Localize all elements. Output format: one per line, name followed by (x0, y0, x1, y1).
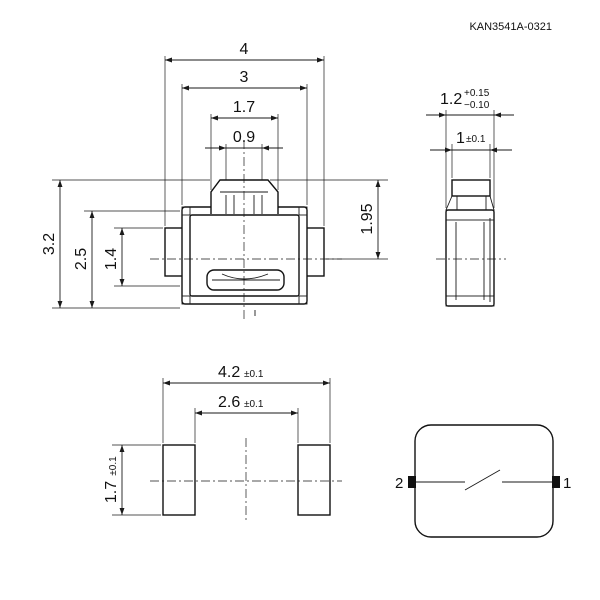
circuit-symbol: 2 1 (395, 424, 571, 538)
pin-label-left: 2 (395, 475, 403, 492)
dim-actuator-outer: 1.7 (233, 99, 255, 116)
dim-height-body: 2.5 (73, 248, 90, 270)
dim-side-base: 1 (456, 130, 465, 147)
corner-tab (298, 295, 308, 305)
land-pattern: 4.2 ±0.1 2.6 ±0.1 1.7 ±0.1 (103, 364, 342, 522)
side-body (445, 209, 495, 307)
dim-side-height-tol-plus: +0.15 (464, 88, 490, 99)
pad-right (297, 444, 331, 516)
dim-pad-height-tol: ±0.1 (108, 456, 119, 476)
dim-side-height: 1.2 (440, 91, 462, 108)
circuit-switch-lever (464, 469, 501, 491)
corner-tab (181, 206, 191, 216)
dim-width-overall: 4 (240, 41, 249, 58)
pin-label-right: 1 (563, 475, 571, 492)
dim-land-inner-tol: ±0.1 (244, 399, 264, 410)
circuit-terminal-left (408, 476, 416, 488)
dim-land-outer-tol: ±0.1 (244, 369, 264, 380)
actuator (210, 179, 279, 214)
dim-actuator-inner: 0.9 (233, 129, 255, 146)
circuit-housing (414, 424, 554, 538)
dim-pad-height: 1.7 (103, 481, 120, 503)
dim-width-body: 3 (240, 69, 249, 86)
pad-left (162, 444, 196, 516)
drawing-code: KAN3541A-0321 (469, 21, 552, 33)
dim-height-overall: 3.2 (41, 233, 58, 255)
side-view: 1.2 +0.15 −0.10 1 ±0.1 (426, 88, 514, 307)
dim-side-height-tol-minus: −0.10 (464, 100, 490, 111)
circuit-terminal-right (552, 476, 560, 488)
top-view: 4 3 1.7 0.9 3.2 2.5 1.4 1.95 (41, 41, 388, 322)
corner-tab (181, 295, 191, 305)
side-actuator (451, 179, 491, 197)
dim-height-center: 1.95 (359, 203, 376, 234)
dim-land-inner: 2.6 (218, 394, 240, 411)
dim-side-base-tol: ±0.1 (466, 134, 486, 145)
dim-land-outer: 4.2 (218, 364, 240, 381)
corner-tab (298, 206, 308, 216)
dim-height-terminal: 1.4 (103, 248, 120, 270)
